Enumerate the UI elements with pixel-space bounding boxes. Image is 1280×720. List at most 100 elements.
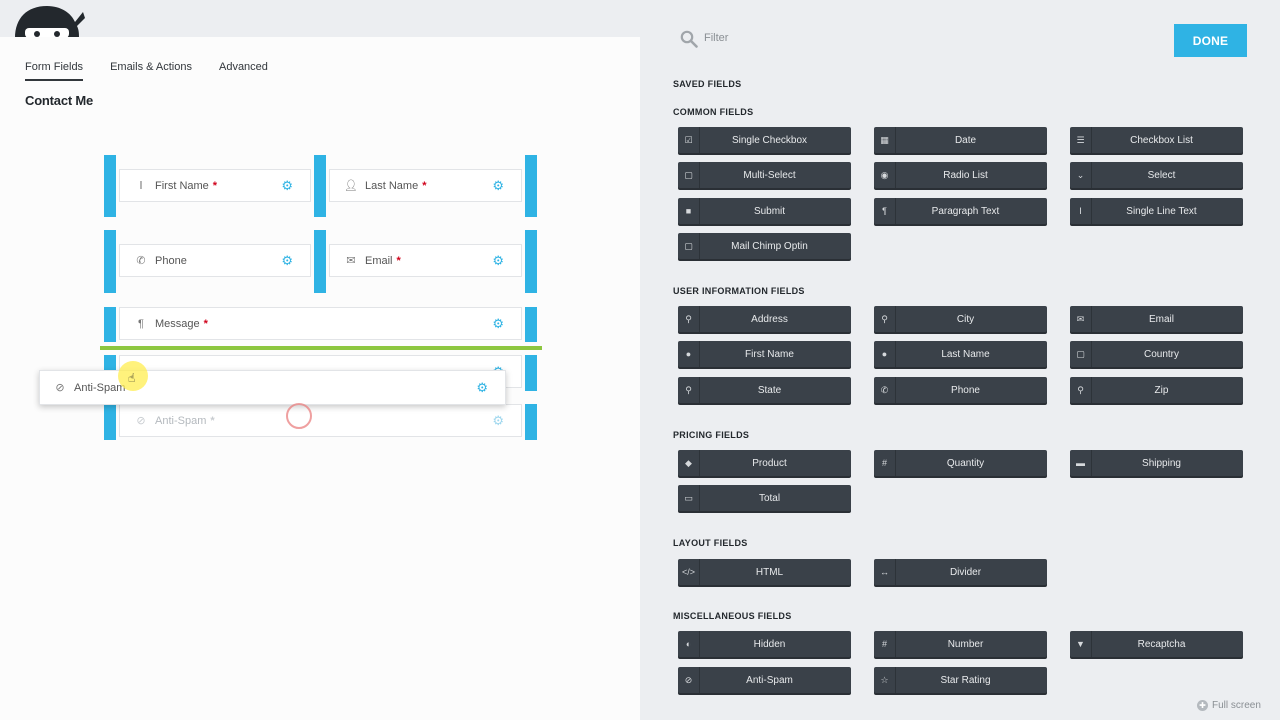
row-drag-handle[interactable]	[104, 230, 116, 293]
required-marker: *	[210, 414, 215, 427]
field-button-radio-list[interactable]: ◉Radio List	[874, 162, 1047, 188]
fullscreen-toggle[interactable]: ✚ Full screen	[1197, 700, 1261, 711]
gear-icon[interactable]: ⚙	[281, 253, 293, 268]
gear-icon[interactable]: ⚙	[476, 380, 488, 395]
field-button-anti-spam[interactable]: ⊘Anti-Spam	[678, 667, 851, 693]
field-button-hidden[interactable]: ◐Hidden	[678, 631, 851, 657]
expand-icon: ✚	[1197, 700, 1208, 711]
field-button-zip[interactable]: ⚲Zip	[1070, 377, 1243, 403]
row-drag-handle[interactable]	[525, 155, 537, 217]
field-button-quantity[interactable]: #Quantity	[874, 450, 1047, 476]
row-drag-handle[interactable]	[525, 355, 537, 391]
row-drag-handle[interactable]	[525, 307, 537, 342]
field-email[interactable]: ✉ Email * ⚙	[329, 244, 522, 277]
hash-icon: #	[874, 631, 896, 657]
field-button-city[interactable]: ⚲City	[874, 306, 1047, 332]
field-anti-spam-placeholder[interactable]: ⊘ Anti-Spam * ⚙	[119, 404, 522, 437]
money-icon: ▭	[678, 485, 700, 511]
row-drag-handle[interactable]	[104, 155, 116, 217]
field-last-name[interactable]: 👤︎ Last Name * ⚙	[329, 169, 522, 202]
square-icon: ▢	[678, 233, 700, 259]
arrows-horizontal-icon: ↔	[874, 559, 896, 585]
field-button-first-name[interactable]: ●First Name	[678, 341, 851, 367]
tab-form-fields[interactable]: Form Fields	[25, 61, 84, 81]
field-button-address[interactable]: ⚲Address	[678, 306, 851, 332]
checkbox-checked-icon: ☑	[678, 127, 700, 153]
eye-slash-icon: ◐	[678, 631, 700, 657]
field-button-product[interactable]: ◆Product	[678, 450, 851, 476]
phone-icon: ✆	[874, 377, 896, 403]
gear-icon[interactable]: ⚙	[492, 316, 504, 331]
field-label: Anti-Spam	[155, 414, 207, 427]
field-button-single-checkbox[interactable]: ☑Single Checkbox	[678, 127, 851, 153]
field-button-date[interactable]: ▦Date	[874, 127, 1047, 153]
dragging-field-anti-spam[interactable]: ⊘ Anti-Spam ⚙	[39, 370, 506, 405]
gear-icon[interactable]: ⚙	[281, 178, 293, 193]
filter-input[interactable]	[704, 28, 1004, 48]
field-button-shipping[interactable]: ▬Shipping	[1070, 450, 1243, 476]
tab-advanced[interactable]: Advanced	[218, 61, 268, 73]
chevron-down-icon: ⌄	[1070, 162, 1092, 188]
ninja-logo	[15, 6, 85, 38]
row-drag-handle[interactable]	[525, 230, 537, 293]
column-divider-handle[interactable]	[314, 230, 326, 293]
field-button-divider[interactable]: ↔Divider	[874, 559, 1047, 585]
code-icon: </>	[678, 559, 700, 585]
field-button-country[interactable]: ▢Country	[1070, 341, 1243, 367]
field-button-last-name[interactable]: ●Last Name	[874, 341, 1047, 367]
text-cursor-icon: Ⅰ	[1070, 198, 1092, 224]
user-icon: ●	[874, 341, 896, 367]
field-button-multi-select[interactable]: ▢Multi-Select	[678, 162, 851, 188]
square-icon: ▢	[1070, 341, 1092, 367]
envelope-icon: ✉	[346, 255, 356, 267]
gear-icon[interactable]: ⚙	[492, 253, 504, 268]
phone-icon: ✆	[136, 255, 146, 267]
gear-icon[interactable]: ⚙	[492, 413, 504, 428]
map-pin-icon: ⚲	[678, 377, 700, 403]
gear-icon[interactable]: ⚙	[492, 178, 504, 193]
calendar-icon: ▦	[874, 127, 896, 153]
field-first-name[interactable]: Ⅰ First Name * ⚙	[119, 169, 311, 202]
tab-emails-actions[interactable]: Emails & Actions	[110, 61, 192, 73]
field-button-submit[interactable]: ■Submit	[678, 198, 851, 224]
required-marker: *	[422, 179, 427, 192]
field-button-total[interactable]: ▭Total	[678, 485, 851, 511]
required-marker: *	[203, 317, 208, 330]
field-label: Anti-Spam	[74, 381, 126, 394]
square-filled-icon: ■	[678, 198, 700, 224]
square-icon: ▢	[678, 162, 700, 188]
row-drag-handle[interactable]	[104, 404, 116, 440]
field-button-email[interactable]: ✉Email	[1070, 306, 1243, 332]
required-marker: *	[212, 179, 218, 192]
field-button-recaptcha[interactable]: ▼Recaptcha	[1070, 631, 1243, 657]
top-strip	[0, 0, 640, 37]
field-button-select[interactable]: ⌄Select	[1070, 162, 1243, 188]
field-button-html[interactable]: </>HTML	[678, 559, 851, 585]
envelope-icon: ✉	[1070, 306, 1092, 332]
field-button-phone[interactable]: ✆Phone	[874, 377, 1047, 403]
section-title-saved: SAVED FIELDS	[673, 79, 742, 89]
fullscreen-label: Full screen	[1212, 700, 1261, 711]
field-button-checkbox-list[interactable]: ☰Checkbox List	[1070, 127, 1243, 153]
field-label: Message	[155, 317, 200, 330]
field-button-state[interactable]: ⚲State	[678, 377, 851, 403]
search-icon	[680, 30, 698, 48]
user-icon: ●	[678, 341, 700, 367]
click-indicator	[286, 403, 312, 429]
field-button-mail-chimp-optin[interactable]: ▢Mail Chimp Optin	[678, 233, 851, 259]
ban-icon: ⊘	[678, 667, 700, 693]
field-message[interactable]: ¶ Message * ⚙	[119, 307, 522, 340]
field-button-star-rating[interactable]: ☆Star Rating	[874, 667, 1047, 693]
column-divider-handle[interactable]	[314, 155, 326, 217]
field-label: Phone	[155, 254, 187, 267]
section-title-pricing: PRICING FIELDS	[673, 430, 750, 440]
row-drag-handle[interactable]	[104, 307, 116, 342]
done-button[interactable]: DONE	[1174, 24, 1247, 57]
section-title-common: COMMON FIELDS	[673, 107, 754, 117]
map-pin-icon: ⚲	[678, 306, 700, 332]
row-drag-handle[interactable]	[525, 404, 537, 440]
field-button-paragraph-text[interactable]: ¶Paragraph Text	[874, 198, 1047, 224]
field-phone[interactable]: ✆ Phone ⚙	[119, 244, 311, 277]
field-button-number[interactable]: #Number	[874, 631, 1047, 657]
